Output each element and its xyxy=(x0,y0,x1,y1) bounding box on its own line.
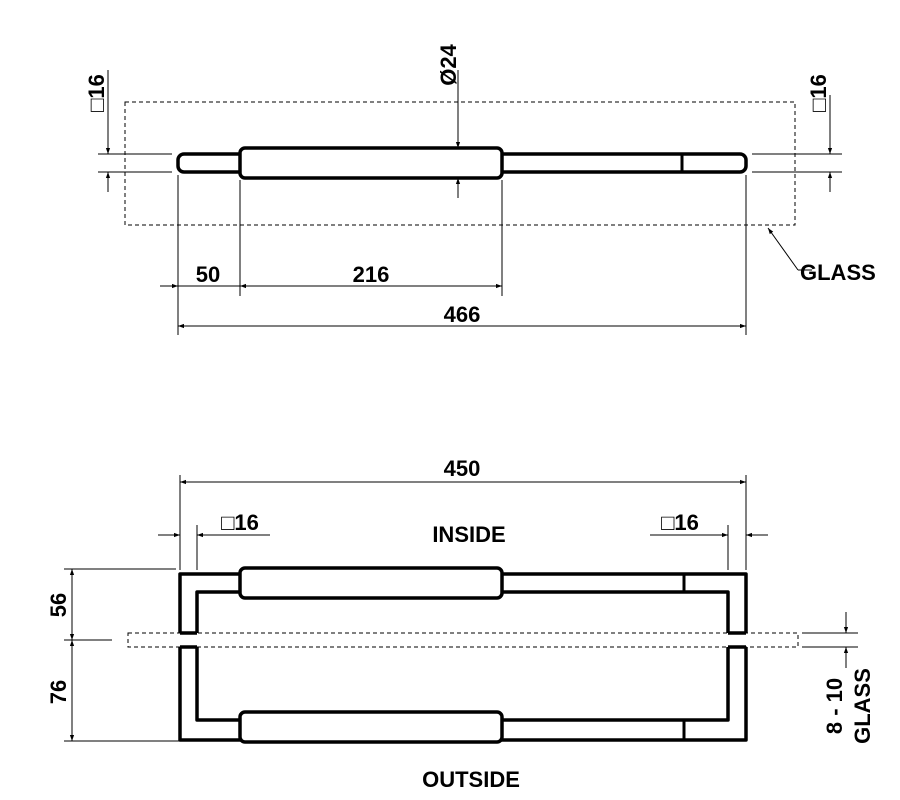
extension-lines-bottom xyxy=(64,475,858,742)
dimension-lines-top xyxy=(105,70,833,329)
handle-bar-top xyxy=(176,146,748,180)
square-left-label-bottom: □16 xyxy=(221,510,259,535)
glass-thickness-label: 8 - 10 xyxy=(822,678,847,734)
dimension-lines-bottom xyxy=(69,479,849,741)
dimension-466: 466 xyxy=(444,302,481,327)
outside-grip xyxy=(238,710,504,744)
inside-label: INSIDE xyxy=(432,522,505,547)
glass-outline-bottom xyxy=(127,632,799,648)
dimension-450: 450 xyxy=(444,456,481,481)
square-right-label-bottom: □16 xyxy=(661,510,699,535)
dimension-56: 56 xyxy=(46,593,71,617)
dimension-216: 216 xyxy=(353,262,390,287)
glass-outline-top xyxy=(124,101,796,226)
extension-lines-top xyxy=(98,153,842,335)
glass-label-bottom: GLASS xyxy=(850,668,875,744)
top-view: Ø24 □16 □16 50 216 466 GLASS xyxy=(84,43,876,335)
diameter-label: Ø24 xyxy=(436,43,461,85)
square-left-label: □16 xyxy=(84,74,109,112)
dimension-76: 76 xyxy=(46,680,71,704)
inside-grip xyxy=(238,566,504,600)
square-right-label: □16 xyxy=(806,74,831,112)
glass-label-top: GLASS xyxy=(800,260,876,285)
bottom-view: 450 □16 □16 INSIDE OUTSIDE 56 76 8 - 10 … xyxy=(46,456,875,792)
outside-label: OUTSIDE xyxy=(422,767,520,792)
dimension-50: 50 xyxy=(196,262,220,287)
outside-handle-inner xyxy=(195,647,730,722)
